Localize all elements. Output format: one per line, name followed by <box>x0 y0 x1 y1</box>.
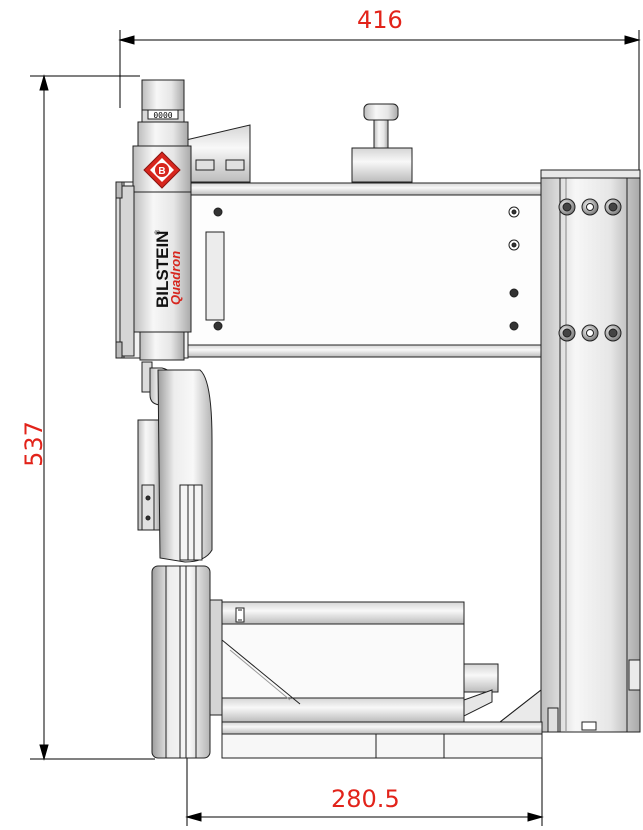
dimension-height-label: 537 <box>20 421 48 467</box>
motor <box>221 601 499 723</box>
dimension-base-label: 280.5 <box>331 785 400 813</box>
logo-letter: B <box>158 166 165 177</box>
bolt-icon <box>604 324 622 342</box>
brand-product: Quadron <box>168 251 183 305</box>
screw-icon <box>508 239 520 251</box>
upper-wheel-assembly <box>137 367 213 563</box>
side-bosses <box>115 181 153 393</box>
right-column <box>540 169 641 733</box>
counter-window <box>147 109 179 120</box>
bolt-icon <box>604 198 622 216</box>
bilstein-logo <box>143 151 181 189</box>
dim-base-arrow-right <box>527 812 544 822</box>
dim-height-arrow-bottom <box>39 744 49 761</box>
screw-icon <box>509 321 519 331</box>
top-handle <box>351 103 413 183</box>
actuator-body <box>119 79 192 361</box>
dimension-lines <box>30 30 641 826</box>
brand-name: BILSTEIN <box>153 231 172 308</box>
screw-icon <box>508 206 520 218</box>
brand-registered: ® <box>154 229 162 235</box>
wedge-bracket <box>185 124 251 321</box>
dim-width-arrow-left <box>118 35 135 45</box>
screw-icon <box>213 207 223 217</box>
bolt-icon <box>581 198 599 216</box>
dim-base-arrow-left <box>185 812 202 822</box>
lower-wheel <box>151 565 223 759</box>
screw-icon <box>509 288 519 298</box>
column-bolts <box>558 198 622 342</box>
dim-width-arrow-right <box>624 35 641 45</box>
bolt-icon <box>558 198 576 216</box>
screw-icon <box>213 321 223 331</box>
base <box>221 688 543 759</box>
bolt-icon <box>558 324 576 342</box>
dim-height-arrow-top <box>39 74 49 91</box>
bolt-icon <box>581 324 599 342</box>
counter-digits: 0000 <box>153 111 172 120</box>
dimension-width-label: 416 <box>357 6 403 34</box>
